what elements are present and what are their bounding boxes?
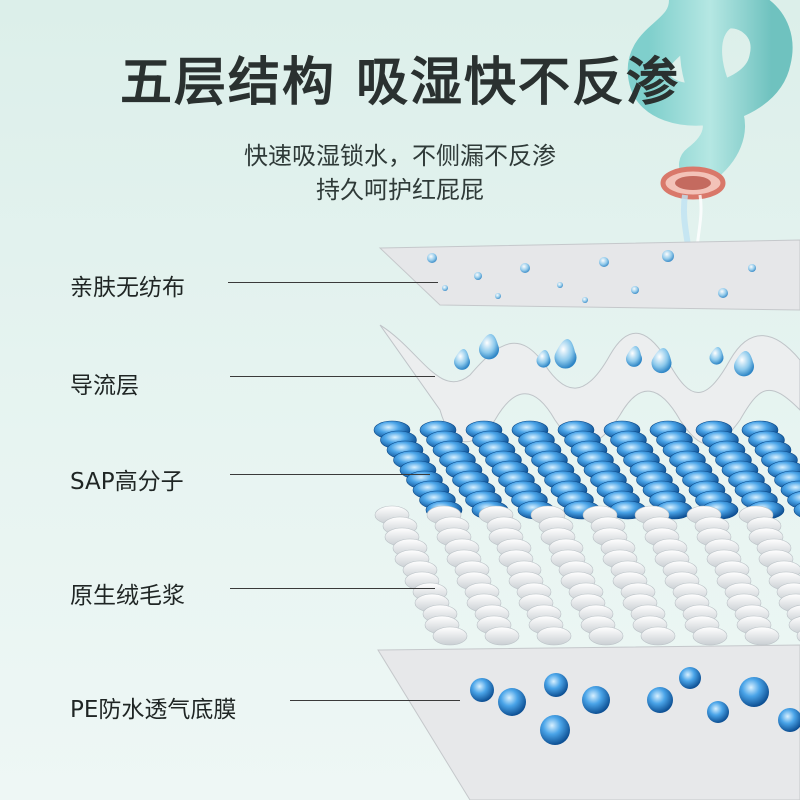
layer-label-fluff-pulp: 原生绒毛浆 [70,583,185,609]
subtitle-line-1: 快速吸湿锁水，不侧漏不反渗 [244,142,556,170]
layer-label-nonwoven: 亲肤无纺布 [70,275,185,301]
layer-label-sap: SAP高分子 [70,469,184,495]
leader-line-fluff-pulp [230,588,435,589]
water-drop-icon [470,667,800,745]
subtitle-line-2: 持久呵护红屁屁 [316,176,484,204]
leader-line-pe-film [290,700,460,701]
page-title: 五层结构 吸湿快不反渗 [119,53,681,113]
water-pipe-icon [627,0,793,291]
fluff-pulp-rows [374,505,800,646]
leader-line-sap [230,474,430,475]
leader-line-nonwoven [228,282,438,283]
layer-label-pe-film: PE防水透气底膜 [70,697,237,723]
sap-bead-rows [373,420,800,520]
leader-line-diversion [230,376,435,377]
layer-label-diversion: 导流层 [70,373,139,399]
